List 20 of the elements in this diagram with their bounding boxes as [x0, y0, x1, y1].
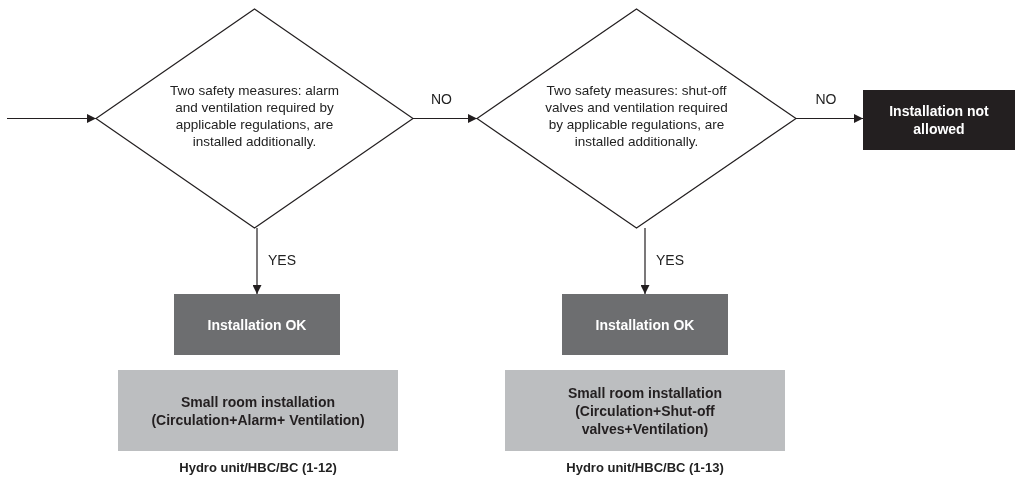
decision-text: Two safety measures: shut-off valves and ventilation required by applicable regulations, are installed additionally. — [544, 81, 729, 150]
arrow — [640, 227, 650, 295]
edge-label: YES — [268, 252, 296, 268]
decision-text: Two safety measures: alarm and ventilation required by applicable regulations, are installed additionally. — [169, 81, 340, 150]
arrow — [412, 114, 478, 123]
arrow — [795, 114, 864, 123]
arrow — [6, 114, 97, 123]
result-box: Installation OK — [562, 294, 728, 355]
edge-label: YES — [656, 252, 684, 268]
unit-caption: Hydro unit/HBC/BC (1-12) — [178, 460, 338, 475]
unit-caption: Hydro unit/HBC/BC (1-13) — [565, 460, 725, 475]
result-box: Installation OK — [174, 294, 340, 355]
edge-label: NO — [431, 90, 452, 107]
note-box: Small room installation (Circulation+Alarm+ Ventilation) — [118, 370, 398, 451]
arrow — [252, 227, 262, 295]
note-box: Small room installation (Circulation+Shut-off valves+Ventilation) — [505, 370, 785, 451]
decision-diamond — [96, 9, 413, 228]
edge-label: NO — [815, 90, 837, 107]
terminal-box: Installation not allowed — [863, 90, 1015, 150]
decision-diamond — [477, 9, 796, 228]
